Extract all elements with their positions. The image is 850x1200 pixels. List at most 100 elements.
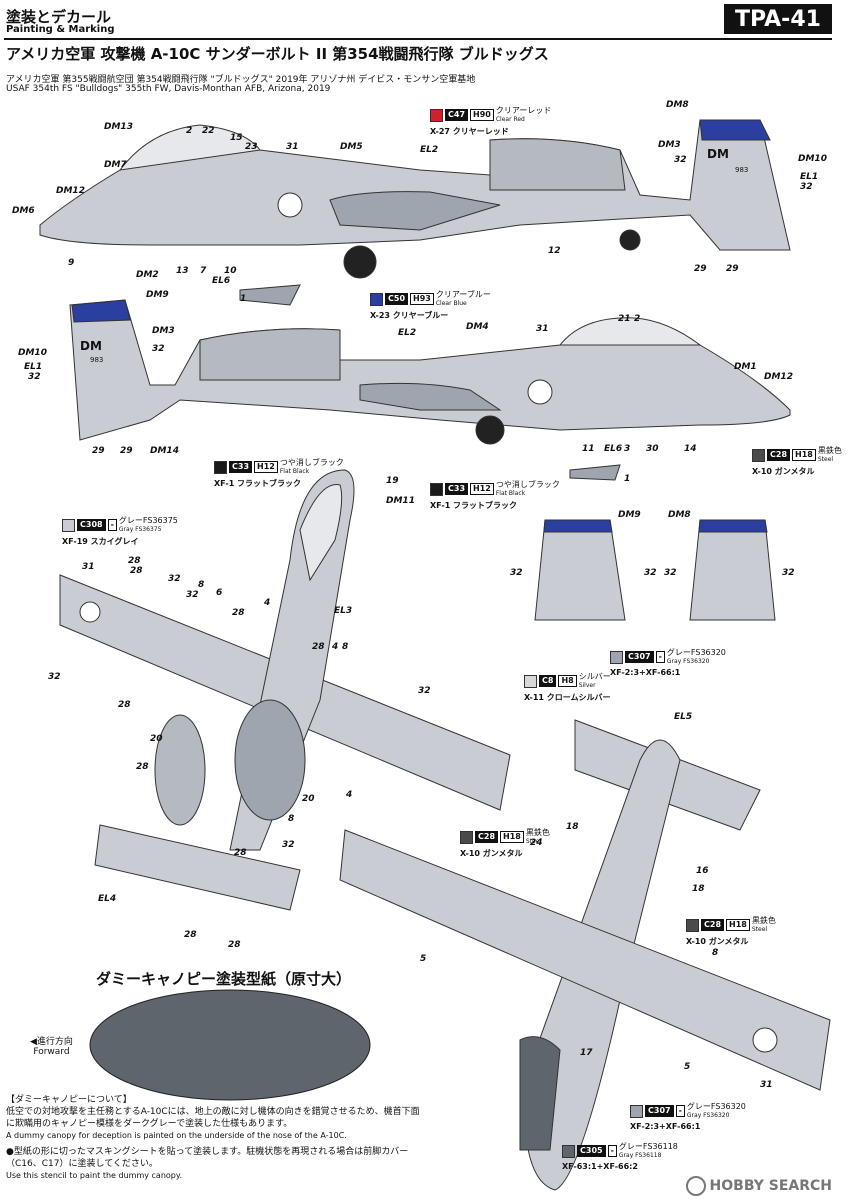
color-chip: [214, 460, 227, 474]
callout-label: 30: [646, 444, 659, 454]
callout-label: 28: [136, 762, 149, 772]
product-code-badge: TPA-41: [724, 4, 832, 34]
callout-label: DM11: [386, 496, 415, 506]
callout-label: DM1: [734, 362, 757, 372]
swatch-mix: X-11 クロームシルバー: [524, 693, 611, 702]
swatch-mix: XF-1 フラットブラック: [214, 479, 302, 488]
callout-label: 8: [288, 814, 295, 824]
top-view: [59, 469, 511, 911]
swatch-code: C33: [445, 483, 469, 495]
hobby-search-logo-icon: [685, 1176, 706, 1196]
swatch-mix: X-10 ガンメタル: [686, 937, 749, 946]
callout-label: 14: [684, 444, 697, 454]
color-chip: [752, 448, 765, 462]
callout-label: 13: [176, 266, 189, 276]
callout-label: 23: [245, 142, 258, 152]
callout-label: 29: [726, 264, 739, 274]
callout-label: 7: [200, 266, 207, 276]
swatch-code: C305: [577, 1145, 606, 1157]
color-chip: [370, 292, 383, 306]
watermark-text: HOBBY SEARCH: [709, 1178, 832, 1194]
callout-label: 32: [418, 686, 431, 696]
callout-label: DM8: [666, 100, 689, 110]
note-heading: 【ダミーキャノピーについて】: [6, 1095, 132, 1105]
color-chip: [610, 650, 623, 664]
dummy-canopy-notes: 【ダミーキャノピーについて】 低空での対地攻撃を主任務とするA-10Cには、地上…: [6, 1094, 426, 1182]
callout-label: EL2: [398, 328, 417, 338]
tail-code-text: DM: [707, 147, 729, 161]
callout-label: 28: [130, 566, 143, 576]
callout-label: 29: [92, 446, 105, 456]
callout-label: 1: [240, 294, 247, 304]
dummy-canopy-stencil: [89, 989, 371, 1101]
callout-label: 32: [152, 344, 165, 354]
swatch-h-code: -: [655, 651, 665, 663]
swatch-mix: X-10 ガンメタル: [752, 467, 815, 476]
swatch-h-code: H18: [792, 449, 816, 461]
swatch-code: C307: [645, 1105, 674, 1117]
callout-label: EL1: [800, 172, 819, 182]
callout-label: 29: [694, 264, 707, 274]
callout-label: 24: [530, 838, 543, 848]
callout-label: 2: [634, 314, 641, 324]
callout-label: 32: [664, 568, 677, 578]
swatch-h-code: H12: [254, 461, 278, 473]
swatch-mix: X-10 ガンメタル: [460, 849, 523, 858]
color-chip: [430, 482, 443, 496]
callout-label: 31: [536, 324, 549, 334]
callout-label: 4: [346, 790, 353, 800]
swatch-h-code: -: [607, 1145, 617, 1157]
color-chip: [460, 830, 473, 844]
header-divider: [4, 38, 832, 40]
callout-label: 17: [580, 1048, 593, 1058]
callout-label: 8: [712, 948, 719, 958]
swatch-h-code: H18: [726, 919, 750, 931]
callout-label: 5: [684, 1062, 691, 1072]
swatch-code: C28: [475, 831, 499, 843]
callout-label: 31: [82, 562, 95, 572]
swatch-code: C33: [229, 461, 253, 473]
watermark: HOBBY SEARCH: [685, 1176, 832, 1196]
callout-label: 28: [128, 556, 141, 566]
swatch-h-code: H93: [410, 293, 434, 305]
stencil-text-en: Use this stencil to paint the dummy cano…: [6, 1171, 183, 1180]
swatch-h-code: H12: [470, 483, 494, 495]
color-chip: [686, 918, 699, 932]
swatch-h-code: -: [675, 1105, 685, 1117]
callout-label: 28: [232, 608, 245, 618]
callout-label: EL5: [674, 712, 693, 722]
swatch-mix: XF-63:1+XF-66:2: [562, 1162, 638, 1171]
callout-label: 32: [186, 590, 199, 600]
swatch-h-code: H18: [500, 831, 524, 843]
callout-label: DM3: [658, 140, 681, 150]
callout-label: 28: [184, 930, 197, 940]
callout-label: 32: [644, 568, 657, 578]
swatch-h-code: -: [107, 519, 117, 531]
color-chip: [62, 518, 75, 532]
side-view-left: DM 983: [69, 299, 791, 481]
callout-label: 5: [420, 954, 427, 964]
swatch-mix: X-27 クリヤーレッド: [430, 127, 509, 136]
swatch-code: C307: [625, 651, 654, 663]
callout-label: DM10: [798, 154, 827, 164]
callout-label: 32: [48, 672, 61, 682]
callout-label: 2: [186, 126, 193, 136]
swatch-h-code: H8: [558, 675, 577, 687]
swatch-code: C47: [445, 109, 469, 121]
callout-label: 31: [760, 1080, 773, 1090]
swatch-code: C28: [767, 449, 791, 461]
